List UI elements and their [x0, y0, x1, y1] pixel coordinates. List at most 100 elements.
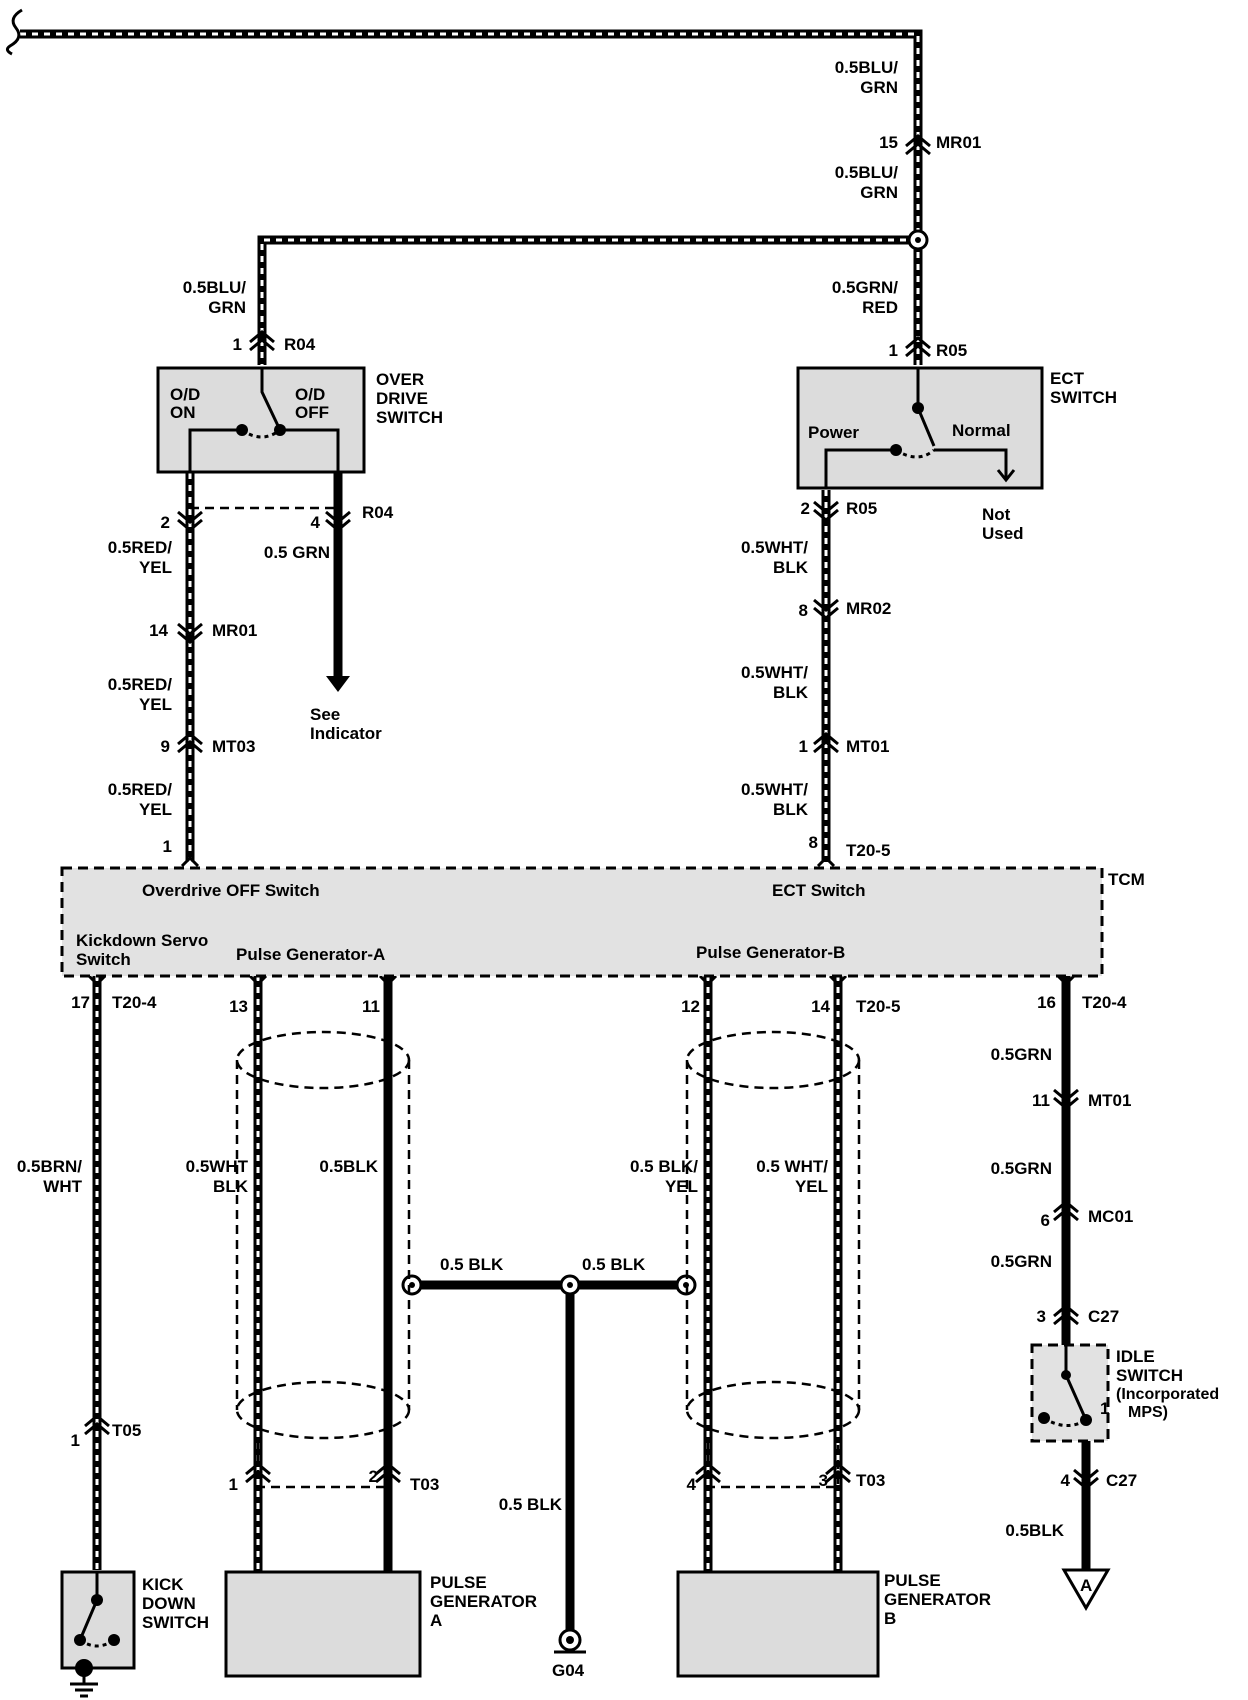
od-on-label-2: ON [170, 403, 196, 422]
wire-ect-out-3a: 0.5WHT/ [741, 780, 808, 799]
wire-ect-out-3b: BLK [773, 800, 809, 819]
wire-top-b-1: 0.5BLU/ [835, 163, 899, 182]
conn-mt01-idle: MT01 [1088, 1091, 1131, 1110]
conn-c27-bot: C27 [1106, 1471, 1137, 1490]
wire-od-out-3a: 0.5RED/ [108, 780, 173, 799]
pin-r04-bot-b: 4 [311, 513, 321, 532]
od-off-label-2: OFF [295, 403, 329, 422]
tcm-title: TCM [1108, 870, 1145, 889]
idle-title-2: SWITCH [1116, 1366, 1183, 1385]
pgb-title-3: B [884, 1609, 896, 1628]
off-page-ref-label: A [1080, 1576, 1092, 1595]
wire-idle-out: 0.5BLK [1005, 1521, 1064, 1540]
pin-t03-a2: 2 [369, 1467, 378, 1486]
conn-t03-a: T03 [410, 1475, 439, 1494]
pin-tcm-in-l: 1 [163, 837, 172, 856]
pga-title-1: PULSE [430, 1573, 487, 1592]
tcm-kickdown-2: Switch [76, 950, 131, 969]
connector-labels: 15 1 1 2 4 2 14 8 9 1 1 8 17 13 11 12 14… [71, 133, 1138, 1494]
pin-r05-top: 1 [889, 341, 898, 360]
wire-pgb-2a: 0.5 WHT/ [756, 1157, 828, 1176]
conn-mr01-left: MR01 [212, 621, 257, 640]
conn-c27-top: C27 [1088, 1307, 1119, 1326]
conn-r05-bot: R05 [846, 499, 877, 518]
pin-r05-bot: 2 [801, 499, 810, 518]
wire-pgb-1a: 0.5 BLK/ [630, 1157, 698, 1176]
pin-c27-bot: 4 [1061, 1471, 1071, 1490]
pin-r04-top: 1 [233, 335, 242, 354]
pin-r04-bot-a: 2 [161, 513, 170, 532]
wire-ect-out-2b: BLK [773, 683, 809, 702]
overdrive-switch: O/D ON O/D OFF [156, 366, 366, 474]
pin-t05: 1 [71, 1431, 80, 1450]
pgb-title-2: GENERATOR [884, 1590, 991, 1609]
pin-tcm-12: 12 [681, 997, 700, 1016]
pgb-title-1: PULSE [884, 1571, 941, 1590]
wire-gnd-r: 0.5 BLK [582, 1255, 646, 1274]
pin-mt01-r: 1 [799, 737, 808, 756]
wire-pgb-2b: YEL [795, 1177, 828, 1196]
conn-tcm-in-r: T20-5 [846, 841, 890, 860]
wire-paths [20, 29, 1091, 1640]
pin-tcm-11: 11 [362, 997, 380, 1016]
see-indicator-2: Indicator [310, 724, 382, 743]
conn-tcm-16: T20-4 [1082, 993, 1127, 1012]
conn-mt03: MT03 [212, 737, 255, 756]
ground-icon [70, 1668, 98, 1698]
pga-title-3: A [430, 1611, 442, 1630]
ect-not-used-2: Used [982, 524, 1024, 543]
pin-tcm-13: 13 [229, 997, 248, 1016]
wire-od-feed-1: 0.5BLU/ [183, 278, 247, 297]
wire-top-b-2: GRN [860, 183, 898, 202]
break-icon [5, 8, 23, 56]
ect-switch-title-2: SWITCH [1050, 388, 1117, 407]
pulse-generator-a [224, 1570, 422, 1678]
conn-tcm-17: T20-4 [112, 993, 157, 1012]
idle-switch [1030, 1343, 1110, 1443]
pin-mr01-top: 15 [879, 133, 898, 152]
tcm-ect: ECT Switch [772, 881, 866, 900]
tcm-pgb: Pulse Generator-B [696, 943, 845, 962]
conn-t05: T05 [112, 1421, 141, 1440]
wire-top-a-1: 0.5BLU/ [835, 58, 899, 77]
pin-t03-b3: 3 [819, 1471, 828, 1490]
wire-od-feed-2: GRN [208, 298, 246, 317]
wire-ect-out-1a: 0.5WHT/ [741, 538, 808, 557]
shield-b [685, 1030, 861, 1489]
od-switch-title-1: OVER [376, 370, 424, 389]
wire-idle-2: 0.5GRN [991, 1159, 1052, 1178]
wire-labels: 0.5BLU/ GRN 0.5BLU/ GRN 0.5BLU/ GRN 0.5G… [17, 58, 1065, 1540]
od-switch-title-2: DRIVE [376, 389, 428, 408]
wire-ect-out-2a: 0.5WHT/ [741, 663, 808, 682]
tcm-module: Overdrive OFF Switch ECT Switch Kickdown… [60, 866, 1104, 978]
wire-gnd-down: 0.5 BLK [499, 1495, 563, 1514]
conn-mr01-top: MR01 [936, 133, 981, 152]
wire-idle-1: 0.5GRN [991, 1045, 1052, 1064]
pin-t03-b4: 4 [687, 1475, 697, 1494]
shield-a [235, 1030, 411, 1489]
tcm-kickdown-1: Kickdown Servo [76, 931, 208, 950]
wire-idle-3: 0.5GRN [991, 1252, 1052, 1271]
kickdown-title-1: KICK [142, 1575, 184, 1594]
pulse-generator-b [676, 1570, 880, 1678]
od-on-label-1: O/D [170, 385, 200, 404]
ect-normal-label: Normal [952, 421, 1011, 440]
wire-kickdown-1: 0.5BRN/ [17, 1157, 82, 1176]
connector-chevrons [84, 134, 1099, 1490]
conn-tcm-14: T20-5 [856, 997, 900, 1016]
wire-pgb-1b: YEL [665, 1177, 698, 1196]
pin-mr02: 8 [799, 601, 808, 620]
pin-mt01-idle: 11 [1032, 1091, 1050, 1110]
off-page-ref-a [1061, 1540, 1111, 1611]
ground-label: G04 [552, 1661, 585, 1680]
ect-not-used-1: Not [982, 505, 1011, 524]
pin-tcm-14: 14 [811, 997, 830, 1016]
od-switch-title-3: SWITCH [376, 408, 443, 427]
pga-title-2: GENERATOR [430, 1592, 537, 1611]
tcm-od-off: Overdrive OFF Switch [142, 881, 320, 900]
wire-ect-feed-2: RED [862, 298, 898, 317]
idle-pin: 1 [1100, 1399, 1109, 1418]
wire-ect-out-1b: BLK [773, 558, 809, 577]
tcm-pga: Pulse Generator-A [236, 945, 385, 964]
